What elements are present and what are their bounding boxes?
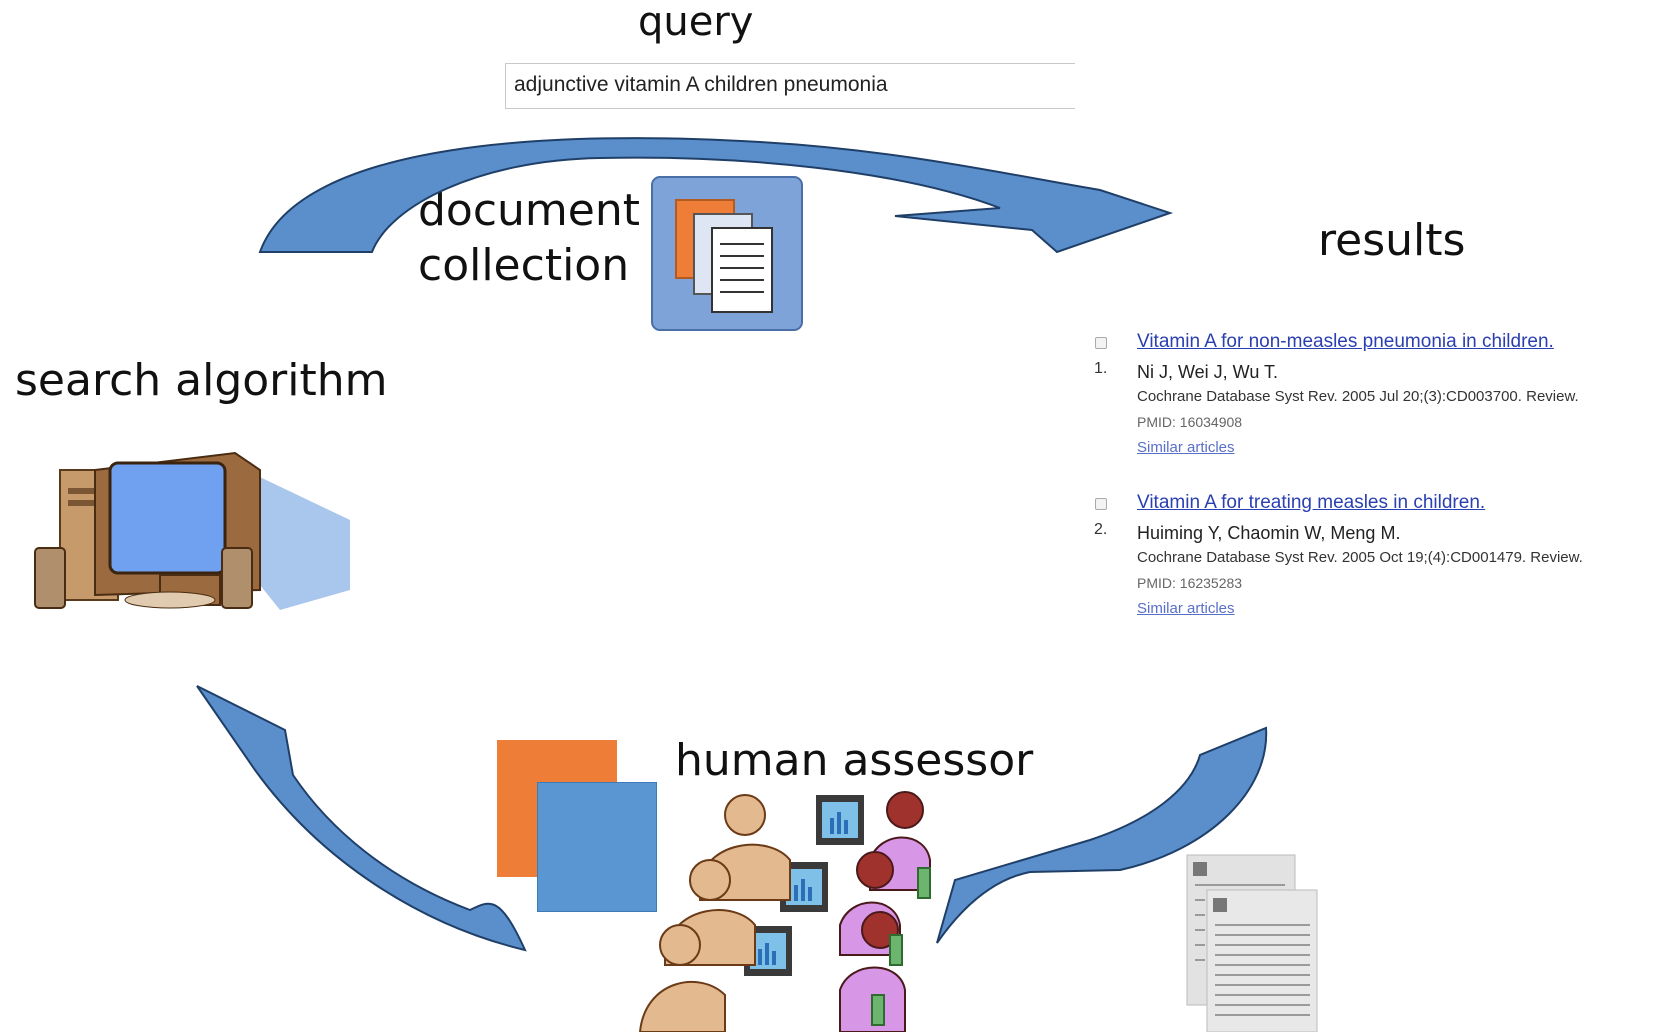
arrow-to-results xyxy=(258,137,1174,254)
query-input[interactable]: adjunctive vitamin A children pneumonia xyxy=(505,63,1075,109)
blue-square xyxy=(537,782,657,912)
arrow-to-search-algorithm xyxy=(196,685,527,952)
assessors-icon xyxy=(638,791,931,1032)
result-authors: Huiming Y, Chaomin W, Meng M. xyxy=(1137,523,1401,543)
result-item-1: 1. Vitamin A for non-measles pneumonia i… xyxy=(1092,330,1671,470)
result-item-2: 2. Vitamin A for treating measles in chi… xyxy=(1092,491,1671,631)
result-citation: Cochrane Database Syst Rev. 2005 Oct 19;… xyxy=(1137,549,1583,566)
document-collection-label-line2: collection xyxy=(418,240,630,291)
result-pmid: PMID: 16034908 xyxy=(1137,414,1243,430)
computer-icon xyxy=(34,451,350,610)
arrow-to-assessor xyxy=(936,726,1268,944)
result-title-link[interactable]: Vitamin A for treating measles in childr… xyxy=(1137,492,1486,513)
search-algorithm-label: search algorithm xyxy=(15,355,388,406)
document-collection-label-line1: document xyxy=(418,185,640,236)
result-authors: Ni J, Wei J, Wu T. xyxy=(1137,362,1279,382)
result-title-link[interactable]: Vitamin A for non-measles pneumonia in c… xyxy=(1137,331,1554,352)
document-collection-icon xyxy=(651,176,803,331)
result-number: 1. xyxy=(1094,360,1108,377)
similar-articles-link[interactable]: Similar articles xyxy=(1137,439,1235,456)
result-pmid: PMID: 16235283 xyxy=(1137,575,1243,591)
similar-articles-link[interactable]: Similar articles xyxy=(1137,600,1235,617)
result-number: 2. xyxy=(1094,521,1108,538)
result-checkbox[interactable] xyxy=(1095,337,1107,349)
judged-documents-icon xyxy=(1186,854,1318,1032)
query-label: query xyxy=(638,0,754,45)
human-assessor-label: human assessor xyxy=(675,735,1034,786)
result-checkbox[interactable] xyxy=(1095,498,1107,510)
results-label: results xyxy=(1318,215,1466,266)
query-input-value: adjunctive vitamin A children pneumonia xyxy=(514,73,888,96)
result-citation: Cochrane Database Syst Rev. 2005 Jul 20;… xyxy=(1137,388,1579,405)
